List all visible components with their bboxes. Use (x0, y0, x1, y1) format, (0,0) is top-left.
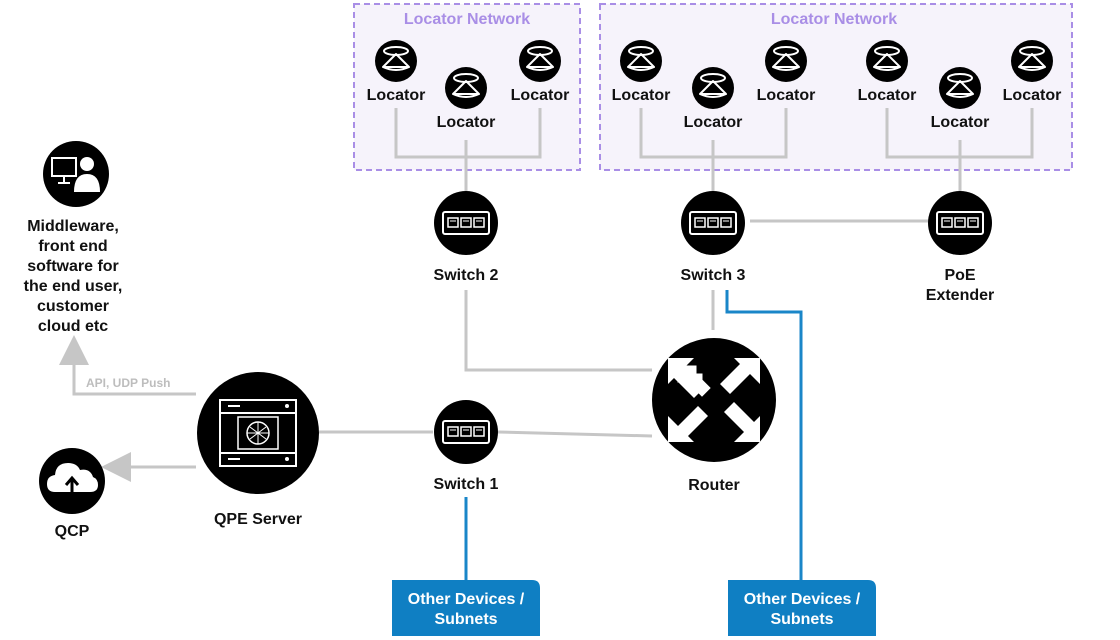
svg-text:software for: software for (27, 258, 119, 275)
middleware-node: Middleware, front end software for the e… (24, 141, 123, 335)
router-node: Router (652, 338, 776, 494)
svg-text:QPE Server: QPE Server (214, 511, 302, 528)
svg-text:Locator: Locator (757, 87, 816, 104)
locator-icon (374, 39, 418, 83)
svg-text:front end: front end (38, 238, 107, 255)
svg-text:Locator: Locator (612, 87, 671, 104)
svg-text:Locator: Locator (858, 87, 917, 104)
locator-network-2: Locator Network (599, 3, 1073, 171)
svg-text:Locator: Locator (931, 114, 990, 131)
api-edge-label: API, UDP Push (86, 376, 170, 390)
svg-text:Switch 3: Switch 3 (681, 267, 746, 284)
svg-text:Locator: Locator (437, 114, 496, 131)
svg-text:Locator: Locator (684, 114, 743, 131)
svg-text:Locator: Locator (367, 87, 426, 104)
locator-icon (1010, 39, 1054, 83)
blue-connections (464, 290, 803, 580)
locator-node: Locator (367, 39, 426, 104)
svg-text:cloud etc: cloud etc (38, 318, 108, 335)
cloud-upload-icon (39, 448, 105, 514)
poe-extender-node: PoE Extender (926, 190, 994, 304)
svg-text:Locator: Locator (1003, 87, 1062, 104)
locator-node: Locator (858, 39, 917, 104)
locator-icon (691, 66, 735, 110)
svg-text:Middleware,: Middleware, (27, 218, 119, 235)
ethernet-switch-icon (927, 190, 993, 256)
router-arrows-icon (652, 338, 776, 462)
locator-node: Locator (1003, 39, 1062, 104)
svg-text:Subnets: Subnets (434, 611, 497, 628)
network-title: Locator Network (771, 11, 897, 28)
locator-node: Locator (931, 66, 990, 131)
locator-node: Locator (437, 66, 496, 131)
svg-text:the end user,: the end user, (24, 278, 123, 295)
svg-text:Subnets: Subnets (770, 611, 833, 628)
svg-text:Other Devices /: Other Devices / (744, 591, 861, 608)
svg-text:Extender: Extender (926, 287, 994, 304)
locator-icon (938, 66, 982, 110)
server-icon (197, 372, 319, 494)
locator-icon (764, 39, 808, 83)
svg-text:Other Devices /: Other Devices / (408, 591, 525, 608)
svg-text:Locator: Locator (511, 87, 570, 104)
other-devices-box-1: Other Devices / Subnets (392, 580, 540, 636)
qcp-node: QCP (39, 448, 105, 540)
ethernet-switch-icon (433, 190, 499, 256)
network-title: Locator Network (404, 11, 530, 28)
svg-text:Router: Router (688, 477, 740, 494)
switch-3-node: Switch 3 (680, 190, 746, 284)
locator-icon (518, 39, 562, 83)
svg-text:customer: customer (37, 298, 109, 315)
svg-text:Switch 2: Switch 2 (434, 267, 499, 284)
locator-node: Locator (612, 39, 671, 104)
svg-text:QCP: QCP (55, 523, 90, 540)
ethernet-switch-icon (680, 190, 746, 256)
other-devices-box-2: Other Devices / Subnets (728, 580, 876, 636)
qpe-server-node: QPE Server (197, 372, 319, 528)
locator-icon (444, 66, 488, 110)
gray-connections (59, 108, 1034, 482)
locator-icon (619, 39, 663, 83)
locator-node: Locator (684, 66, 743, 131)
svg-text:PoE: PoE (944, 267, 975, 284)
switch-2-node: Switch 2 (433, 190, 499, 284)
switch-1-node: Switch 1 (433, 399, 499, 493)
locator-node: Locator (757, 39, 816, 104)
svg-text:Switch 1: Switch 1 (434, 476, 499, 493)
ethernet-switch-icon (433, 399, 499, 465)
locator-node: Locator (511, 39, 570, 104)
locator-icon (865, 39, 909, 83)
user-workstation-icon (43, 141, 109, 207)
